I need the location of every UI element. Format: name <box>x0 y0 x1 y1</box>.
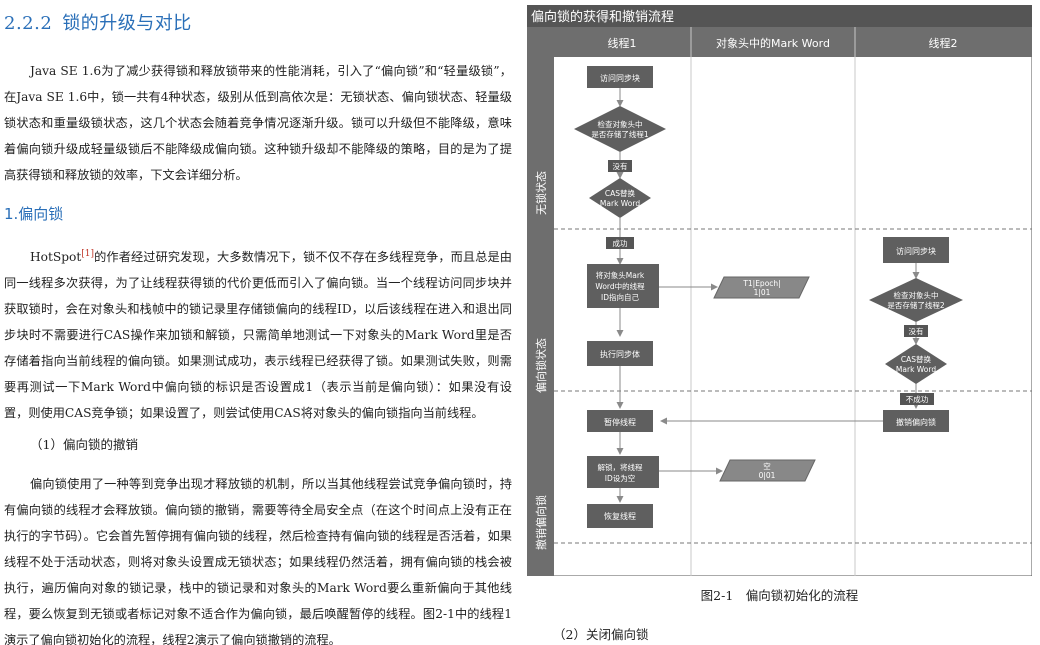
markword-empty-shape <box>719 459 816 482</box>
figure-title-bar <box>527 5 1032 27</box>
t1-success-label-box <box>606 237 634 249</box>
t2-fail-label-box <box>900 393 934 405</box>
lane-revoke: 撤销偏向锁 <box>534 495 548 550</box>
markword-empty-text: 0|01 <box>759 471 776 480</box>
lane-header-strip <box>527 27 554 576</box>
t1-access-text: 访问同步块 <box>600 73 640 83</box>
t1-exec-box <box>587 341 653 366</box>
figure-caption: 图2-1 偏向锁初始化的流程 <box>700 588 859 603</box>
t1-cas-text: CAS替换 <box>605 188 636 198</box>
text-column: 2.2.2 锁的升级与对比 Java SE 1.6为了减少获得锁和释放锁带来的性能… <box>4 9 512 645</box>
t1-cas-diamond <box>589 178 651 218</box>
t1-unlock-text: ID设为空 <box>605 473 636 483</box>
disable-biased-heading: （2）关闭偏向锁 <box>553 627 649 642</box>
t2-access-text: 访问同步块 <box>896 246 936 256</box>
revocation-heading: （1）偏向锁的撤销 <box>30 437 138 452</box>
t2-no-label: 没有 <box>909 326 924 336</box>
markword-biased-text: T1|Epoch| <box>742 279 780 288</box>
t1-unlock-box <box>587 456 659 488</box>
subsection-heading: 1.偏向锁 <box>4 205 64 223</box>
t2-revoke-text: 撤销偏向锁 <box>896 417 936 427</box>
section-title: 锁的升级与对比 <box>62 13 192 34</box>
t1-resume-box <box>587 504 653 528</box>
t2-access-box <box>883 237 949 263</box>
markword-biased-shape <box>713 276 810 299</box>
t1-write-text: Word中的线程 <box>595 281 645 291</box>
t1-access-box <box>587 66 653 88</box>
t1-check-text: 检查对象头中 <box>598 119 643 129</box>
t1-unlock-text: 解锁，将线程 <box>598 462 643 472</box>
markword-biased-text: 1|01 <box>754 288 771 297</box>
reference-link[interactable]: [1] <box>81 249 94 259</box>
t1-no-label-box <box>608 160 632 172</box>
thread1-connectors <box>616 88 723 503</box>
paragraph-body: 的作者经过研究发现，大多数情况下，锁不仅不存在多线程竞争，而且总是由同一线程多次… <box>4 250 512 421</box>
t1-write-text: 将对象头Mark <box>596 270 645 280</box>
paragraph-revocation: 偏向锁使用了一种等到竞争出现才释放锁的机制，所以当其他线程尝试竞争偏向锁时，持有… <box>4 477 512 645</box>
t2-revoke-box <box>883 410 949 432</box>
section-heading: 2.2.2 锁的升级与对比 <box>4 9 192 35</box>
t1-success-label: 成功 <box>613 238 628 248</box>
paragraph-biased-lock: HotSpot[1]的作者经过研究发现，大多数情况下，锁不仅不存在多线程竞争，而… <box>4 241 512 426</box>
lane-unlocked: 无锁状态 <box>534 171 548 215</box>
t2-no-label-box <box>904 325 928 337</box>
t1-resume-text: 恢复线程 <box>604 511 636 521</box>
column-markword: 对象头中的Mark Word <box>716 36 830 50</box>
t1-cas-text: Mark Word <box>600 199 640 208</box>
flow-figure: 偏向锁的获得和撤销流程 线程1 对象头中的Mark Word 线程2 无锁状态 … <box>526 4 1033 577</box>
column-header-row <box>554 27 1032 57</box>
t2-cas-text: CAS替换 <box>901 354 932 364</box>
t1-pause-text: 暂停线程 <box>604 417 636 427</box>
t1-write-box <box>587 264 659 308</box>
t2-cas-text: Mark Word <box>896 365 936 374</box>
figure-title: 偏向锁的获得和撤销流程 <box>531 9 674 25</box>
lane-biased: 偏向锁状态 <box>534 338 548 393</box>
t1-check-text: 是否存储了线程1 <box>591 129 648 139</box>
hotspot-text: HotSpot <box>30 250 82 265</box>
t2-check-diamond <box>869 278 963 322</box>
column-thread2: 线程2 <box>929 36 958 50</box>
t1-exec-text: 执行同步体 <box>600 349 640 359</box>
t1-pause-box <box>587 410 653 432</box>
t2-cas-diamond <box>885 344 947 384</box>
t2-check-text: 是否存储了线程2 <box>887 300 944 310</box>
paragraph-lock-states: Java SE 1.6为了减少获得锁和释放锁带来的性能消耗，引入了“偏向锁”和“… <box>4 64 512 182</box>
t1-no-label: 没有 <box>613 161 628 171</box>
markword-empty-text: 空 <box>763 461 771 471</box>
flowchart: 偏向锁的获得和撤销流程 线程1 对象头中的Mark Word 线程2 无锁状态 … <box>526 4 1033 577</box>
t2-fail-label: 不成功 <box>906 394 929 404</box>
t2-check-text: 检查对象头中 <box>894 290 939 300</box>
column-thread1: 线程1 <box>608 36 637 50</box>
section-number: 2.2.2 <box>4 13 53 34</box>
t1-check-diamond <box>574 106 666 152</box>
t1-write-text: ID指向自己 <box>601 292 639 302</box>
